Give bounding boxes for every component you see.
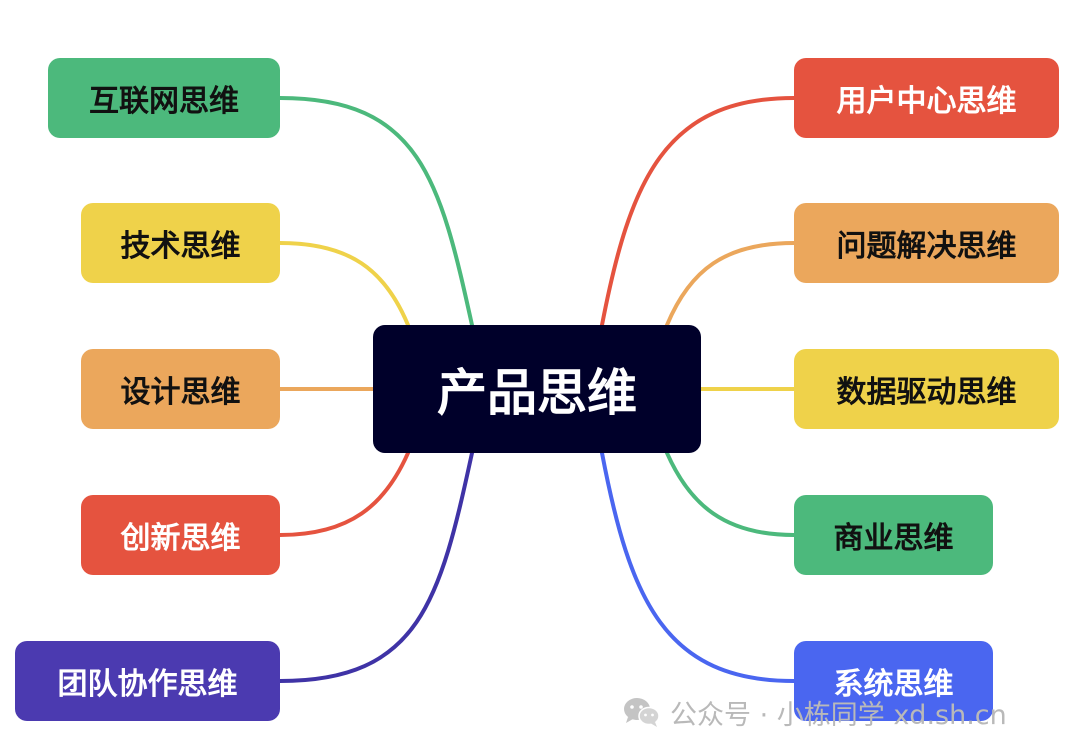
- branch-business: 商业思维: [794, 495, 993, 575]
- link-system: [600, 451, 796, 683]
- branch-data-driven: 数据驱动思维: [794, 349, 1059, 429]
- link-business: [665, 451, 796, 537]
- link-problem-solving: [665, 241, 796, 327]
- branch-label: 团队协作思维: [57, 667, 238, 702]
- branch-tech: 技术思维: [81, 203, 280, 283]
- branch-teamwork: 团队协作思维: [15, 641, 280, 721]
- branch-innovation: 创新思维: [81, 495, 280, 575]
- branch-label: 数据驱动思维: [836, 375, 1017, 410]
- link-teamwork: [278, 451, 474, 683]
- branch-label: 技术思维: [120, 229, 241, 264]
- central-topic: 产品思维: [373, 325, 701, 453]
- link-innovation: [278, 451, 410, 537]
- branch-user-centric: 用户中心思维: [794, 58, 1059, 138]
- branch-system: 系统思维: [794, 641, 993, 721]
- watermark-text: 公众号 · 小栋同学 xd.sh.cn: [670, 699, 1007, 731]
- branch-label: 系统思维: [833, 667, 954, 702]
- branch-label: 商业思维: [833, 521, 954, 556]
- branch-design: 设计思维: [81, 349, 280, 429]
- branch-problem-solving: 问题解决思维: [794, 203, 1059, 283]
- link-user-centric: [600, 96, 796, 327]
- watermark: 公众号 · 小栋同学 xd.sh.cn: [622, 692, 1007, 732]
- branch-label: 用户中心思维: [836, 84, 1017, 119]
- branch-label: 问题解决思维: [836, 229, 1017, 264]
- branch-label: 互联网思维: [89, 84, 239, 119]
- link-tech: [278, 241, 410, 327]
- link-internet: [278, 96, 474, 327]
- branch-label: 创新思维: [120, 521, 241, 556]
- central-topic-label: 产品思维: [437, 364, 637, 422]
- branch-internet: 互联网思维: [48, 58, 280, 138]
- wechat-icon: [624, 698, 660, 727]
- branch-label: 设计思维: [120, 375, 241, 410]
